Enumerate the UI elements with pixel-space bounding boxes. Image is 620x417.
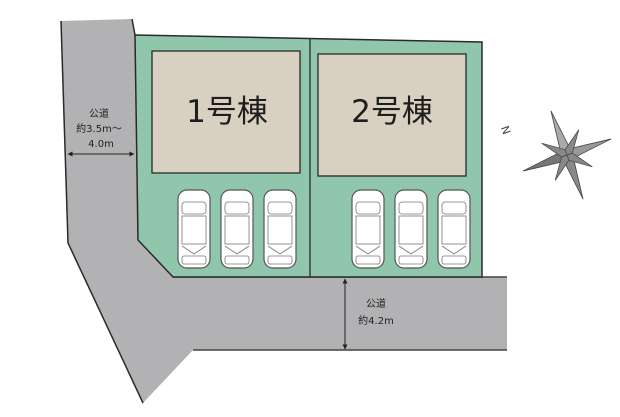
west-road-name: 公道 — [89, 107, 109, 120]
building-2 — [317, 53, 467, 177]
west-road-width-2: 4.0m — [88, 139, 114, 150]
compass-rose-icon — [522, 110, 612, 200]
parking-space-1-3 — [263, 189, 297, 269]
parking-space-2-3 — [437, 189, 471, 269]
parking-space-2-1 — [351, 189, 385, 269]
building-1-label: 1号棟 — [186, 94, 268, 130]
west-road — [61, 19, 507, 403]
parking-space-2-2 — [394, 189, 428, 269]
south-road-name: 公道 — [366, 297, 386, 310]
parking-space-1-2 — [220, 189, 254, 269]
west-road-width-1: 約3.5m～ — [76, 122, 122, 135]
south-road-width: 約4.2m — [358, 314, 394, 327]
building-2-label: 2号棟 — [351, 94, 433, 130]
parking-space-1-1 — [177, 189, 211, 269]
building-1 — [151, 50, 301, 174]
north-label: N — [499, 124, 514, 136]
